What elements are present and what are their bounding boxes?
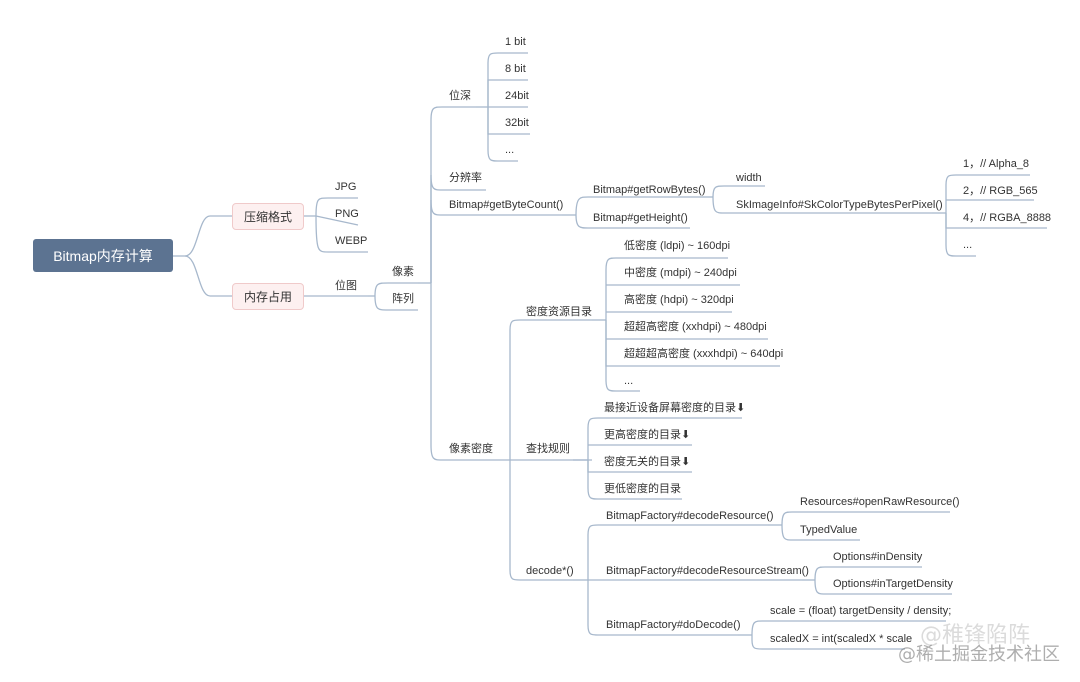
lookup-rule-item[interactable]: 更高密度的目录⬇ (604, 429, 691, 441)
lookup-rule-item[interactable]: 更低密度的目录 (604, 483, 681, 495)
node-scaled-x-formula[interactable]: scaledX = int(scaledX * scale (770, 633, 913, 645)
color-type-item[interactable]: ... (963, 239, 973, 251)
density-dir-item[interactable]: 高密度 (hdpi) ~ 320dpi (624, 294, 734, 306)
color-type-item[interactable]: 2，// RGB_565 (963, 185, 1038, 197)
lookup-rule-item[interactable]: 最接近设备屏幕密度的目录⬇ (604, 402, 746, 414)
node-bitmap[interactable]: 位图 (335, 280, 357, 292)
node-decode-resource[interactable]: BitmapFactory#decodeResource() (606, 510, 774, 522)
density-dir-item[interactable]: ... (624, 375, 634, 387)
watermark-site: @稀土掘金技术社区 (898, 644, 1060, 665)
node-typed-value[interactable]: TypedValue (800, 524, 858, 536)
color-type-item[interactable]: 4，// RGBA_8888 (963, 212, 1052, 224)
node-pixel-density[interactable]: 像素密度 (449, 443, 493, 455)
bit-depth-item[interactable]: 8 bit (505, 63, 526, 75)
node-pixel[interactable]: 像素 (392, 266, 414, 278)
bit-depth-item[interactable]: ... (505, 144, 515, 156)
node-jpg[interactable]: JPG (335, 181, 357, 193)
node-scale-formula[interactable]: scale = (float) targetDensity / density; (770, 605, 952, 617)
node-get-byte-count[interactable]: Bitmap#getByteCount() (449, 199, 564, 211)
node-open-raw-resource[interactable]: Resources#openRawResource() (800, 496, 960, 508)
color-type-item[interactable]: 1，// Alpha_8 (963, 158, 1030, 170)
topic-memory-usage[interactable]: 内存占用 (232, 283, 304, 310)
density-dir-item[interactable]: 超超高密度 (xxhdpi) ~ 480dpi (624, 321, 767, 333)
lookup-rule-item[interactable]: 密度无关的目录⬇ (604, 456, 691, 468)
topic-compress-format[interactable]: 压缩格式 (232, 203, 304, 230)
density-dir-item[interactable]: 超超超高密度 (xxxhdpi) ~ 640dpi (624, 348, 784, 360)
node-decode[interactable]: decode*() (526, 565, 574, 577)
node-webp[interactable]: WEBP (335, 235, 368, 247)
node-in-target-density[interactable]: Options#inTargetDensity (833, 578, 953, 590)
bit-depth-item[interactable]: 24bit (505, 90, 529, 102)
node-bit-depth[interactable]: 位深 (449, 90, 471, 102)
node-decode-resource-stream[interactable]: BitmapFactory#decodeResourceStream() (606, 565, 809, 577)
density-dir-item[interactable]: 低密度 (ldpi) ~ 160dpi (624, 240, 731, 252)
watermark-author: @稚锋陷阵 (920, 623, 1031, 648)
node-array[interactable]: 阵列 (392, 293, 414, 305)
node-do-decode[interactable]: BitmapFactory#doDecode() (606, 619, 741, 631)
node-get-height[interactable]: Bitmap#getHeight() (593, 212, 688, 224)
root-node[interactable]: Bitmap内存计算 (33, 239, 173, 272)
node-png[interactable]: PNG (335, 208, 359, 220)
node-in-density[interactable]: Options#inDensity (833, 551, 923, 563)
bit-depth-item[interactable]: 1 bit (505, 36, 526, 48)
node-get-row-bytes[interactable]: Bitmap#getRowBytes() (593, 184, 706, 196)
node-density-res-dir[interactable]: 密度资源目录 (526, 306, 592, 318)
node-width[interactable]: width (736, 172, 762, 184)
density-dir-item[interactable]: 中密度 (mdpi) ~ 240dpi (624, 267, 737, 279)
node-lookup-rule[interactable]: 查找规则 (526, 443, 570, 455)
bit-depth-item[interactable]: 32bit (505, 117, 529, 129)
node-resolution[interactable]: 分辨率 (449, 172, 482, 184)
node-bytes-per-pixel[interactable]: SkImageInfo#SkColorTypeBytesPerPixel() (736, 199, 943, 211)
